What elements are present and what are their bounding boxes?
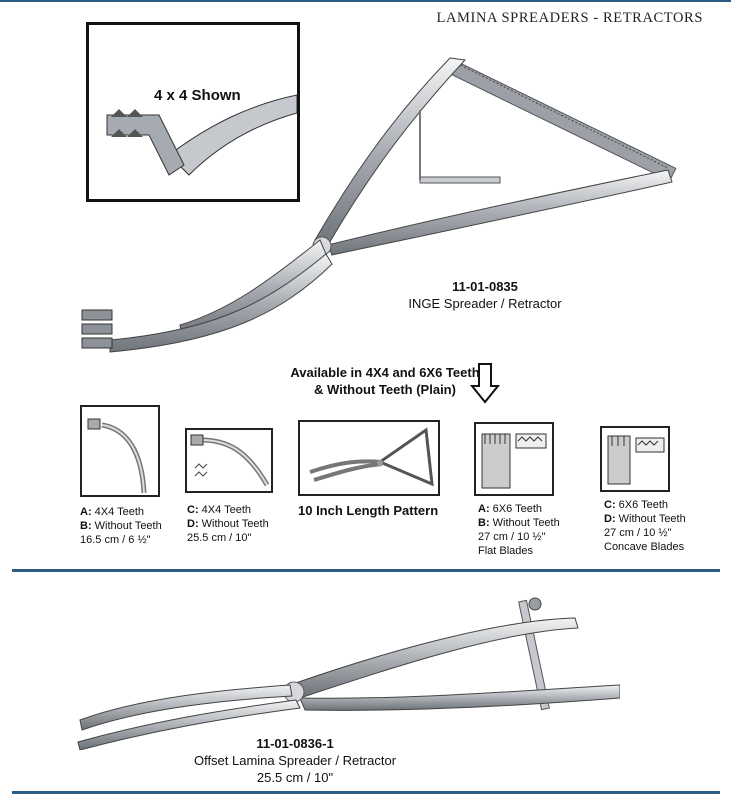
product2-caption: 11-01-0836-1 Offset Lamina Spreader / Re… bbox=[180, 735, 410, 786]
top-rule bbox=[0, 0, 731, 2]
product2-size: 25.5 cm / 10" bbox=[256, 770, 334, 785]
variant-a-box bbox=[80, 405, 160, 497]
inge-spreader-image bbox=[81, 57, 677, 353]
variant-6x6-concave-caption: C: 6X6 Teeth D: Without Teeth 27 cm / 10… bbox=[604, 499, 686, 553]
availability-line2: & Without Teeth (Plain) bbox=[314, 382, 456, 397]
down-arrow-icon bbox=[470, 363, 500, 404]
variant-c-box bbox=[185, 428, 273, 493]
section-divider bbox=[12, 569, 720, 572]
jaw-teeth bbox=[81, 309, 113, 349]
product1-name: INGE Spreader / Retractor bbox=[408, 296, 562, 311]
variant-c-caption: C: 4X4 Teeth D: Without Teeth 25.5 cm / … bbox=[187, 504, 269, 544]
bottom-divider bbox=[12, 791, 720, 794]
variant-a-caption: A: 4X4 Teeth B: Without Teeth 16.5 cm / … bbox=[80, 506, 162, 546]
detail-inset bbox=[86, 22, 300, 202]
pattern-caption: 10 Inch Length Pattern bbox=[298, 503, 439, 518]
offset-spreader-image bbox=[77, 597, 620, 750]
availability-note: Available in 4X4 and 6X6 Teeth & Without… bbox=[270, 364, 500, 398]
variant-6x6-concave-box bbox=[600, 426, 670, 492]
product1-code: 11-01-0835 bbox=[452, 279, 518, 294]
variant-6x6-flat-box bbox=[474, 422, 554, 496]
page-title: LAMINA SPREADERS - RETRACTORS bbox=[436, 10, 703, 26]
pattern-box bbox=[298, 420, 440, 496]
product2-name: Offset Lamina Spreader / Retractor bbox=[193, 753, 397, 768]
product2-code: 11-01-0836-1 bbox=[256, 736, 334, 751]
ratchet-bar bbox=[444, 58, 677, 182]
variant-6x6-flat-caption: A: 6X6 Teeth B: Without Teeth 27 cm / 10… bbox=[478, 503, 560, 557]
product1-caption: 11-01-0835 INGE Spreader / Retractor bbox=[385, 278, 585, 312]
inset-label: 4 x 4 Shown bbox=[154, 87, 241, 104]
jaw-detail-image bbox=[106, 94, 297, 176]
availability-line1: Available in 4X4 and 6X6 Teeth bbox=[290, 365, 480, 380]
